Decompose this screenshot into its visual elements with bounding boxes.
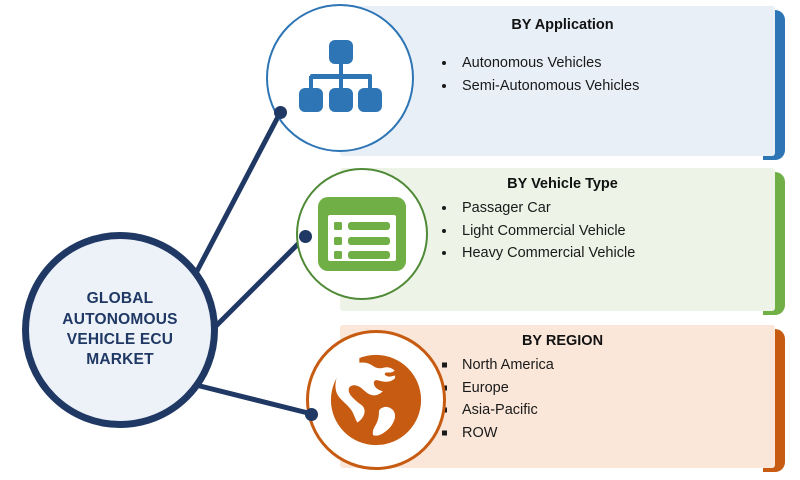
list-item-label: Autonomous Vehicles [462, 55, 602, 71]
list-item-label: Passager Car [462, 200, 551, 216]
list-item: Passager Car [440, 201, 635, 216]
bullet-square-icon [442, 430, 447, 436]
connector-line-vehicle [212, 235, 307, 330]
connector-line-region [195, 382, 313, 417]
hierarchy-icon [299, 40, 382, 112]
list-item: North America [440, 358, 554, 373]
central-hub: GLOBAL AUTONOMOUS VEHICLE ECU MARKET [22, 232, 218, 428]
icon-bubble-vehicle-type [296, 168, 428, 300]
list-item-label: Europe [462, 379, 509, 396]
bullet-dot-icon [442, 251, 446, 256]
list-item-label: Heavy Commercial Vehicle [462, 245, 636, 261]
globe-icon [330, 354, 422, 446]
bullet-list-vehicle-type: Passager Car Light Commercial Vehicle He… [440, 201, 635, 269]
list-item: Asia-Pacific [440, 403, 554, 418]
list-item: Autonomous Vehicles [440, 56, 639, 71]
bullet-list-region: North America Europe Asia-Pacific ROW [440, 358, 554, 448]
connector-dot-vehicle-type [299, 230, 312, 243]
list-item: Europe [440, 379, 554, 396]
bullet-dot-icon [442, 206, 446, 211]
list-item: Semi-Autonomous Vehicles [440, 77, 640, 94]
bullet-list-application: Autonomous Vehicles Semi-Autonomous Vehi… [440, 56, 639, 101]
list-item-label: North America [462, 357, 554, 373]
connector-line-application [193, 111, 283, 275]
hub-title: GLOBAL AUTONOMOUS VEHICLE ECU MARKET [62, 290, 178, 369]
bullet-dot-icon [442, 61, 446, 66]
card-title-application: BY Application [511, 17, 614, 33]
list-item: Heavy Commercial Vehicle [440, 246, 635, 261]
list-item-label: ROW [462, 424, 498, 441]
bullet-square-icon [442, 362, 447, 368]
card-title-vehicle-type: BY Vehicle Type [507, 176, 618, 192]
list-item-label: Semi-Autonomous Vehicles [462, 77, 640, 94]
list-item-label: Light Commercial Vehicle [462, 222, 626, 239]
list-icon [318, 197, 406, 271]
connector-dot-application [274, 106, 287, 119]
card-title-region: BY REGION [521, 333, 604, 349]
bullet-dot-icon [442, 228, 446, 233]
list-item: Light Commercial Vehicle [440, 222, 635, 239]
icon-bubble-region [306, 330, 446, 470]
list-item: ROW [440, 424, 554, 441]
icon-bubble-application [266, 4, 414, 152]
connector-dot-region [305, 408, 318, 421]
list-item-label: Asia-Pacific [462, 402, 538, 418]
bullet-dot-icon [442, 83, 446, 88]
